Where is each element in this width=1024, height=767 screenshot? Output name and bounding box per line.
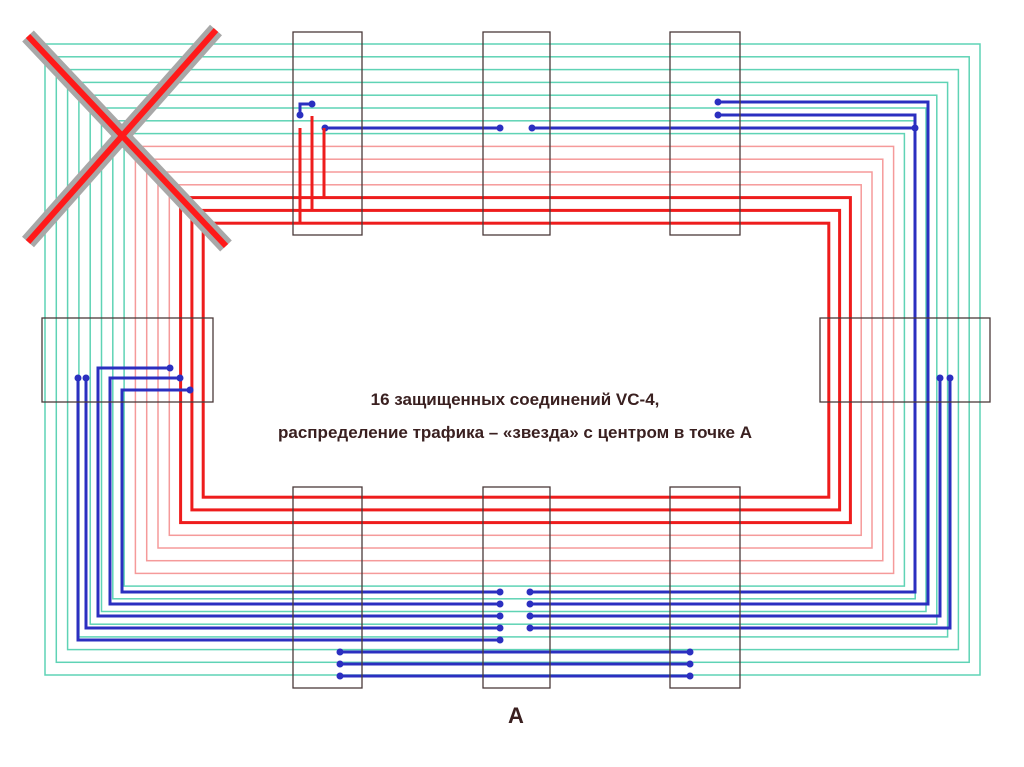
- node-left: [41, 317, 214, 403]
- connection-dot: [496, 636, 504, 644]
- connection-dot: [296, 111, 304, 119]
- node-top-3: [669, 31, 741, 236]
- connection-dot: [336, 660, 344, 668]
- cross-icon: [25, 28, 219, 244]
- connection-dot: [186, 386, 194, 394]
- connection-dot: [336, 672, 344, 680]
- connection-dot: [74, 374, 82, 382]
- ring-line: [89, 94, 938, 625]
- protection-path: [108, 376, 500, 606]
- protection-path: [96, 366, 500, 618]
- connection-dot: [528, 124, 536, 132]
- node-bottom-1: [292, 486, 363, 689]
- protection-path: [298, 102, 312, 115]
- connection-dot: [714, 98, 722, 106]
- connection-dot: [526, 588, 534, 596]
- caption-line-1: 16 защищенных соединений VC-4,: [370, 390, 660, 409]
- connection-dot: [946, 374, 954, 382]
- connection-dot: [496, 612, 504, 620]
- node-right: [819, 317, 991, 403]
- ring-line: [66, 68, 960, 651]
- ring-line: [157, 171, 873, 549]
- protection-path: [76, 378, 500, 642]
- ring-line: [201, 221, 831, 499]
- connection-dot: [166, 364, 174, 372]
- connection-dot: [686, 648, 694, 656]
- ring-line: [112, 120, 916, 600]
- connection-dot: [496, 600, 504, 608]
- connection-dot: [686, 672, 694, 680]
- connection-dot: [496, 624, 504, 632]
- connection-dot: [336, 648, 344, 656]
- node-top-1: [292, 31, 363, 236]
- protection-path: [530, 100, 930, 606]
- ring-line: [190, 208, 842, 512]
- connection-dot: [936, 374, 944, 382]
- connection-dot: [82, 374, 90, 382]
- ring-line: [100, 107, 927, 613]
- connection-dot: [176, 374, 184, 382]
- ring-line: [123, 132, 906, 587]
- ring-line: [179, 196, 852, 525]
- connection-dot: [496, 588, 504, 596]
- ring-line: [134, 145, 895, 575]
- connection-dot: [496, 124, 504, 132]
- connection-dot: [686, 660, 694, 668]
- connection-dot: [526, 612, 534, 620]
- node-a-label: A: [508, 703, 524, 728]
- node-a: [482, 486, 551, 689]
- cross-icon: [25, 33, 229, 249]
- diagram-caption: 16 защищенных соединений VC-4, распредел…: [215, 383, 815, 449]
- node-top-2: [482, 31, 551, 236]
- connection-dot: [526, 600, 534, 608]
- ring-line: [55, 56, 970, 664]
- protection-path: [530, 113, 917, 594]
- node-bottom-3: [669, 486, 741, 689]
- ring-line: [168, 184, 862, 537]
- connection-dot: [308, 100, 316, 108]
- ring-line: [78, 81, 949, 638]
- protection-path: [120, 388, 500, 594]
- caption-line-2: распределение трафика – «звезда» с центр…: [278, 423, 752, 442]
- protection-path: [530, 378, 942, 618]
- connection-dot: [714, 111, 722, 119]
- connection-dot: [526, 624, 534, 632]
- connection-dot: [911, 124, 919, 132]
- ring-line: [145, 158, 884, 562]
